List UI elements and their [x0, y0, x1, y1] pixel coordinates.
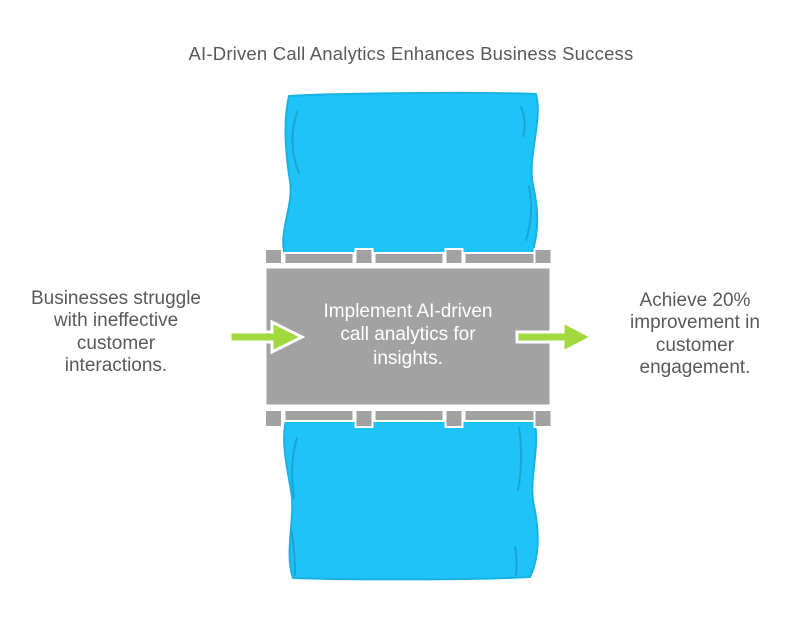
bridge-deck [263, 265, 553, 408]
left-arrow-icon [228, 319, 306, 355]
left-note-line: with ineffective [53, 310, 179, 332]
right-note-line: customer [655, 334, 735, 356]
bridge-post [354, 409, 374, 428]
bridge-bottom-rails [283, 409, 536, 422]
process-box-line: insights. [373, 347, 443, 369]
process-box-line: Implement AI-driven [323, 301, 493, 322]
river-top [282, 91, 539, 257]
bridge-rail [373, 409, 445, 422]
left-note-line: Businesses struggle [30, 288, 202, 309]
process-box-line: call analytics for [340, 324, 476, 346]
bridge-rail [283, 409, 355, 422]
river-graphic [282, 91, 539, 581]
left-note: Businesses struggle with ineffective cus… [16, 288, 216, 378]
bridge-post [264, 409, 283, 428]
process-box-label: Implement AI-driven call analytics for i… [308, 300, 508, 370]
right-note-line: engagement. [639, 357, 751, 379]
right-note-line: Achieve 20% [639, 290, 751, 311]
river-bottom [283, 419, 539, 581]
bridge-post [264, 248, 283, 265]
bridge-post [444, 409, 464, 428]
right-note-line: improvement in [630, 312, 760, 334]
bridge-rail [373, 252, 445, 265]
bridge-top-posts [264, 248, 553, 265]
left-note-line: interactions. [64, 355, 168, 377]
bridge-rail [463, 409, 536, 422]
left-note-line: customer [76, 332, 156, 354]
bridge-post [354, 248, 374, 265]
bridge-top-rails [283, 252, 536, 265]
bridge-post [533, 248, 553, 265]
bridge-bottom-posts [264, 409, 553, 428]
bridge-post [533, 409, 553, 428]
bridge-post [444, 248, 464, 265]
right-note: Achieve 20% improvement in customer enga… [595, 290, 795, 380]
right-arrow-icon [515, 319, 596, 355]
page-title: AI-Driven Call Analytics Enhances Busine… [188, 43, 634, 64]
bridge-graphic [263, 248, 553, 428]
water-detail-lines [291, 106, 533, 576]
bridge-rail [283, 252, 355, 265]
bridge-rail [463, 252, 536, 265]
